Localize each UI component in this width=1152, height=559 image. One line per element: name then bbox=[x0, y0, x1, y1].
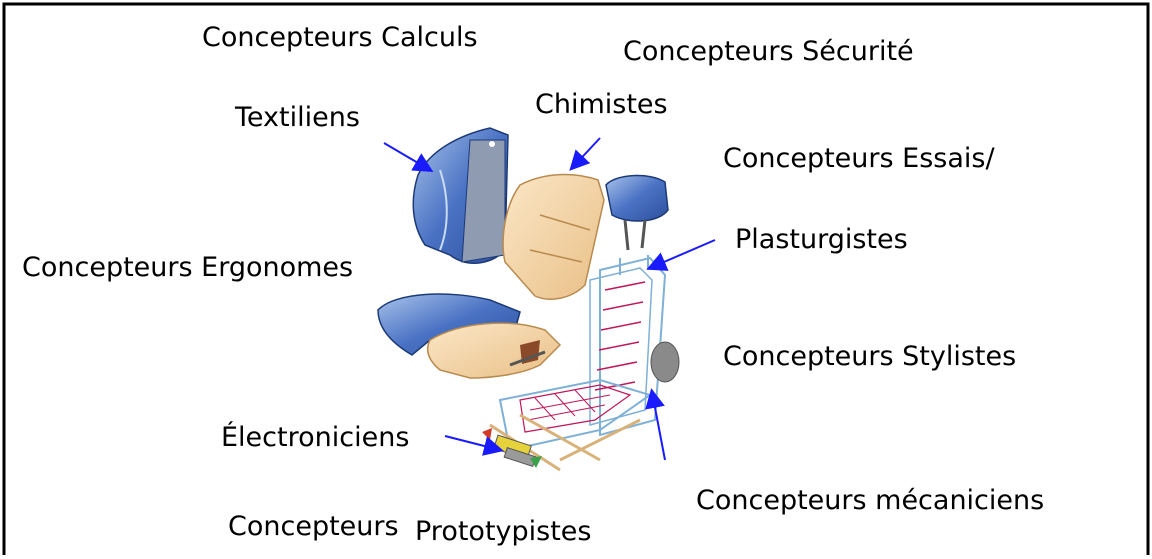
seat-back-cover-illustration bbox=[413, 128, 508, 263]
label-electroniciens: Électroniciens bbox=[221, 424, 409, 451]
arrow-plasturgistes bbox=[650, 240, 715, 268]
label-textiliens: Textiliens bbox=[235, 104, 360, 131]
label-concepteurs-securite: Concepteurs Sécurité bbox=[623, 38, 914, 65]
arrow-mecaniciens bbox=[652, 392, 665, 460]
arrow-electroniciens bbox=[445, 436, 500, 450]
arrow-textiliens bbox=[384, 143, 430, 170]
label-prototypistes: Prototypistes bbox=[415, 518, 591, 545]
label-chimistes: Chimistes bbox=[535, 91, 668, 118]
headrest-illustration bbox=[606, 176, 668, 250]
arrow-chimistes bbox=[572, 138, 600, 168]
seat-back-foam-illustration bbox=[503, 175, 604, 300]
label-concepteurs-ergonomes: Concepteurs Ergonomes bbox=[22, 254, 353, 281]
label-concepteurs-stylistes: Concepteurs Stylistes bbox=[723, 343, 1016, 370]
label-concepteurs: Concepteurs bbox=[228, 513, 399, 540]
label-plasturgistes: Plasturgistes bbox=[735, 226, 908, 253]
label-concepteurs-mecaniciens: Concepteurs mécaniciens bbox=[696, 487, 1044, 514]
label-concepteurs-calculs: Concepteurs Calculs bbox=[202, 24, 478, 51]
seat-cushion-foam-illustration bbox=[428, 323, 560, 378]
label-concepteurs-essais: Concepteurs Essais/ bbox=[723, 145, 995, 172]
